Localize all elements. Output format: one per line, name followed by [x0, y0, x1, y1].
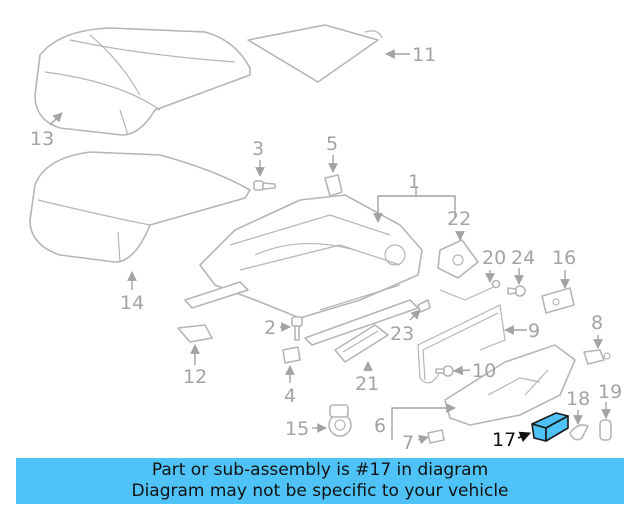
- part-13-cushion-cover: [34, 27, 251, 136]
- part-1-seat-frame: [184, 194, 423, 346]
- leader-lines: [49, 49, 611, 445]
- part-14-cushion-pad: [29, 151, 251, 263]
- part-16-bracket: [541, 287, 575, 314]
- label-5: 5: [326, 133, 338, 155]
- label-7: 7: [402, 432, 414, 454]
- part-4-nut: [282, 346, 301, 364]
- label-23: 23: [390, 323, 414, 345]
- part-2-bolt: [291, 316, 303, 341]
- part-21-side-trim: [334, 324, 389, 363]
- part-17-knob-highlighted: [531, 412, 569, 442]
- label-9: 9: [528, 320, 540, 342]
- label-8: 8: [591, 312, 603, 334]
- part-19-knob: [599, 419, 612, 441]
- part-12-bracket: [177, 324, 213, 343]
- label-19: 19: [598, 381, 622, 403]
- label-17: 17: [492, 429, 516, 451]
- callout-labels: 1 2 3 4 5 6 7 8 9 10 11 12 13 14 15 16 1…: [30, 44, 622, 454]
- part-10-bolt: [435, 365, 454, 377]
- label-13: 13: [30, 128, 54, 150]
- part-7-clip: [427, 429, 445, 444]
- label-24: 24: [511, 247, 535, 269]
- part-6-side-shield: [444, 344, 576, 426]
- label-11: 11: [412, 44, 436, 66]
- part-5-clip: [324, 174, 343, 197]
- label-20: 20: [482, 247, 506, 269]
- seat-parts-diagram: 1 2 3 4 5 6 7 8 9 10 11 12 13 14 15 16 1…: [29, 24, 622, 454]
- part-3-bolt: [253, 180, 276, 191]
- part-20-link: [439, 279, 501, 301]
- label-15: 15: [285, 418, 309, 440]
- part-22-recliner: [437, 239, 479, 279]
- label-4: 4: [284, 385, 296, 407]
- part-11-pad-sheet: [247, 24, 383, 83]
- label-1: 1: [408, 171, 420, 193]
- part-18-cap: [569, 424, 589, 441]
- label-21: 21: [355, 373, 379, 395]
- part-24-bolt: [507, 285, 526, 297]
- banner-line-1: Part or sub-assembly is #17 in diagram: [151, 460, 489, 480]
- label-3: 3: [252, 138, 264, 160]
- label-14: 14: [120, 292, 144, 314]
- label-10: 10: [472, 360, 496, 382]
- label-16: 16: [552, 247, 576, 269]
- part-8-connector: [583, 349, 611, 365]
- label-18: 18: [566, 388, 590, 410]
- label-12: 12: [183, 366, 207, 388]
- banner-line-2: Diagram may not be specific to your vehi…: [131, 481, 509, 501]
- label-22: 22: [447, 208, 471, 230]
- label-6: 6: [374, 415, 386, 437]
- info-banner: Part or sub-assembly is #17 in diagram D…: [16, 458, 624, 504]
- label-2: 2: [264, 317, 276, 339]
- part-9-wire-frame: [417, 304, 506, 384]
- part-15-motor: [328, 404, 352, 437]
